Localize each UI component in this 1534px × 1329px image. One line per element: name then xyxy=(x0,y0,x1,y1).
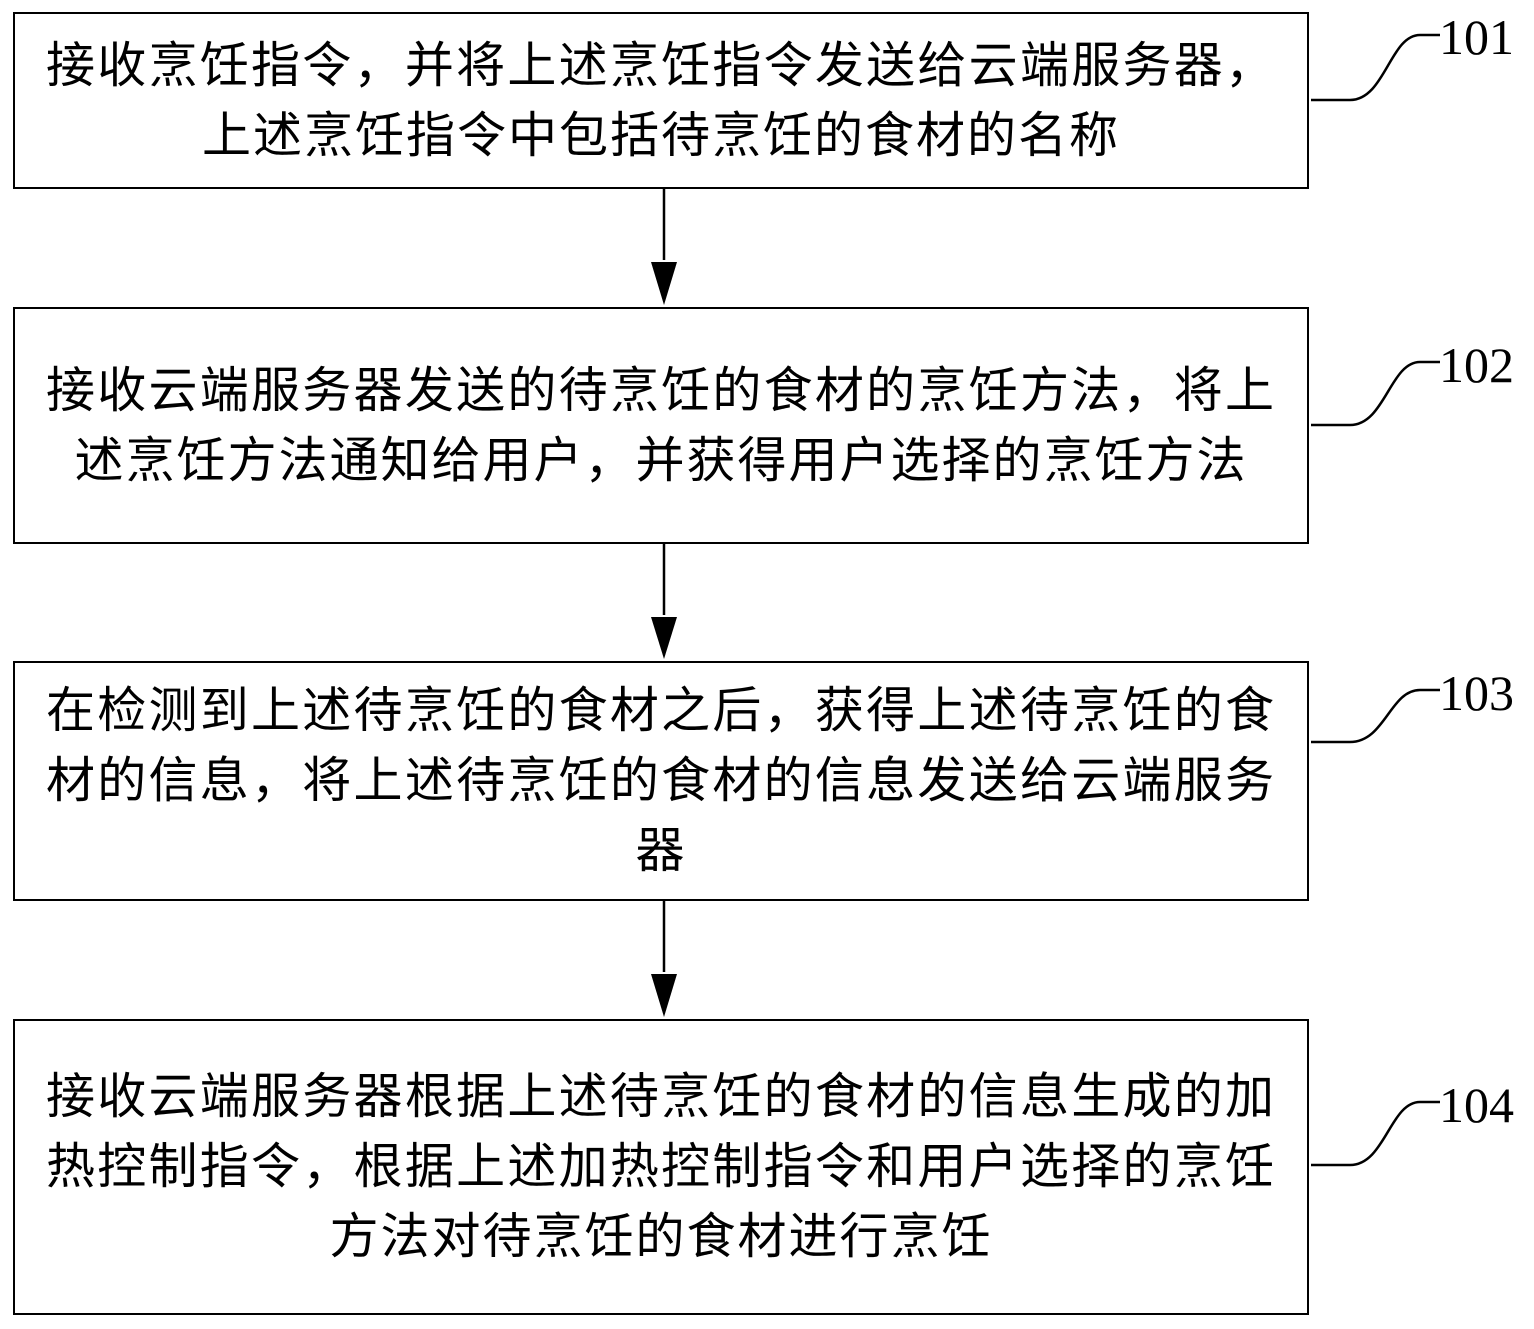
step-number-104: 104 xyxy=(1439,1080,1514,1130)
step-text-102: 接收云端服务器发送的待烹饪的食材的烹饪方法，将上述烹饪方法通知给用户，并获得用户… xyxy=(46,356,1276,496)
step-number-102: 102 xyxy=(1439,340,1514,390)
leader-line-103 xyxy=(1311,690,1440,742)
leader-line-104 xyxy=(1311,1102,1440,1165)
step-number-103: 103 xyxy=(1439,668,1514,718)
step-number-101: 101 xyxy=(1439,12,1514,62)
arrow-1-to-2 xyxy=(651,189,677,305)
leader-line-102 xyxy=(1311,362,1440,425)
step-box-104: 接收云端服务器根据上述待烹饪的食材的信息生成的加热控制指令，根据上述加热控制指令… xyxy=(13,1019,1309,1315)
step-text-103: 在检测到上述待烹饪的食材之后，获得上述待烹饪的食材的信息，将上述待烹饪的食材的信… xyxy=(46,676,1276,886)
step-text-101: 接收烹饪指令，并将上述烹饪指令发送给云端服务器，上述烹饪指令中包括待烹饪的食材的… xyxy=(46,31,1276,171)
arrow-3-to-4 xyxy=(651,901,677,1017)
step-box-102: 接收云端服务器发送的待烹饪的食材的烹饪方法，将上述烹饪方法通知给用户，并获得用户… xyxy=(13,307,1309,544)
arrow-2-to-3 xyxy=(651,544,677,659)
step-box-101: 接收烹饪指令，并将上述烹饪指令发送给云端服务器，上述烹饪指令中包括待烹饪的食材的… xyxy=(13,12,1309,189)
step-box-103: 在检测到上述待烹饪的食材之后，获得上述待烹饪的食材的信息，将上述待烹饪的食材的信… xyxy=(13,661,1309,901)
step-text-104: 接收云端服务器根据上述待烹饪的食材的信息生成的加热控制指令，根据上述加热控制指令… xyxy=(46,1062,1276,1272)
leader-line-101 xyxy=(1311,35,1440,100)
